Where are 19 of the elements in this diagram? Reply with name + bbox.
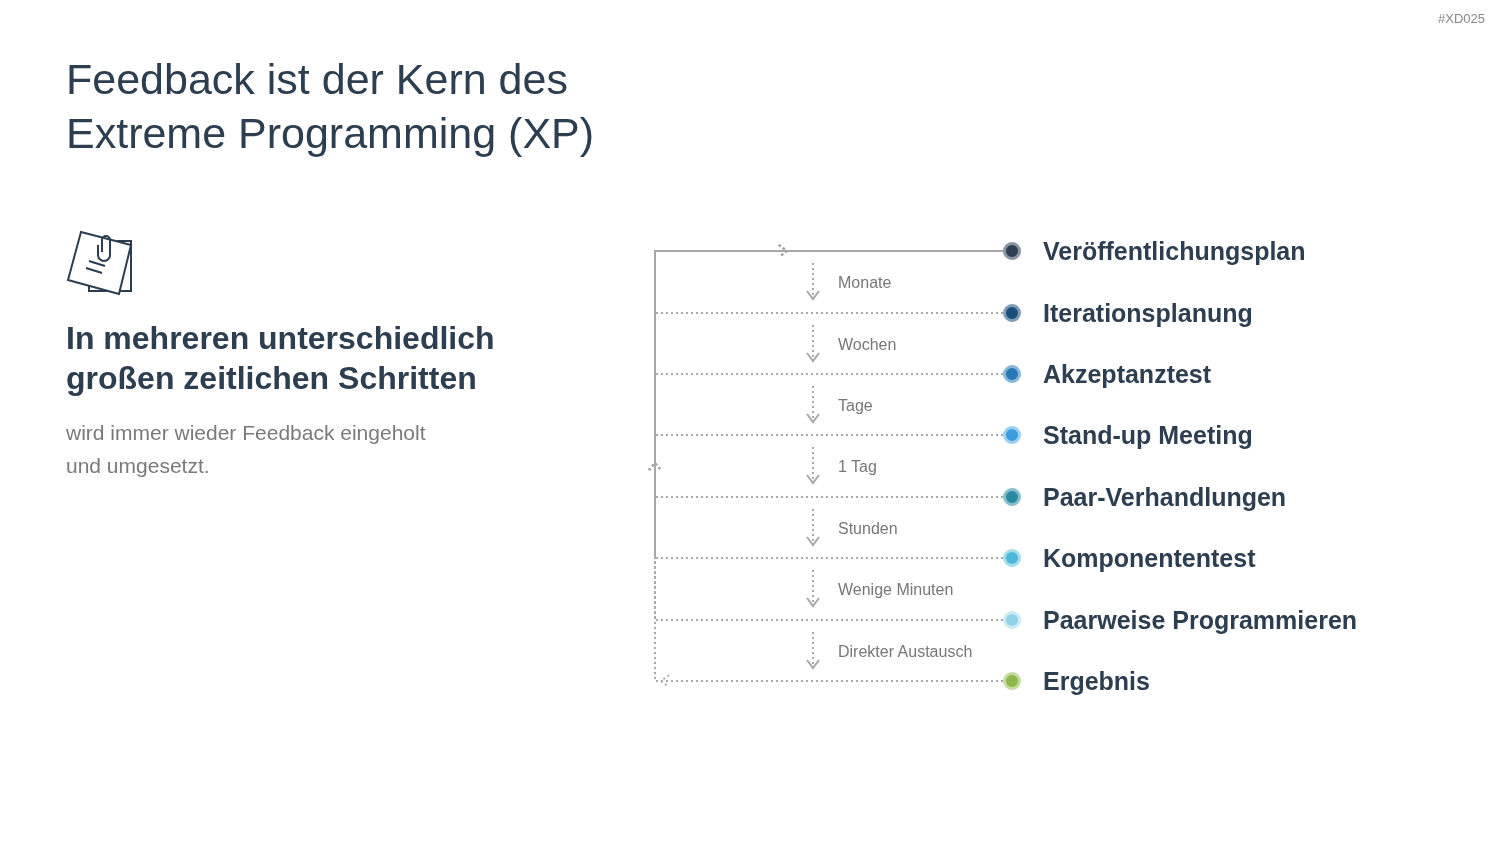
step-label: Paar-Verhandlungen: [1043, 482, 1287, 513]
interval-label: 1 Tag: [838, 457, 877, 477]
step-label: Komponententest: [1043, 543, 1256, 574]
slide-code: #XD025: [1437, 11, 1485, 26]
interval-label: Direkter Austausch: [838, 642, 973, 662]
subheading: In mehreren unterschiedlich großen zeitlichen Schritten: [66, 319, 496, 398]
step-label: Veröffentlichungsplan: [1043, 236, 1306, 267]
step-label: Stand-up Meeting: [1043, 420, 1253, 451]
interval-label: Monate: [838, 273, 892, 293]
step-label: Ergebnis: [1043, 666, 1150, 697]
step-label: Paarweise Programmieren: [1043, 605, 1358, 636]
description: wird immer wieder Feedback eingeholt und umgesetzt.: [66, 420, 427, 479]
interval-label: Wochen: [838, 335, 897, 355]
slide-title: Feedback ist der Kern des Extreme Programming (XP): [66, 54, 596, 159]
step-label: Akzeptanztest: [1043, 359, 1212, 390]
interval-label: Stunden: [838, 519, 898, 539]
step-label: Iterationsplanung: [1043, 298, 1253, 329]
interval-label: Wenige Minuten: [838, 580, 954, 600]
interval-label: Tage: [838, 396, 873, 416]
